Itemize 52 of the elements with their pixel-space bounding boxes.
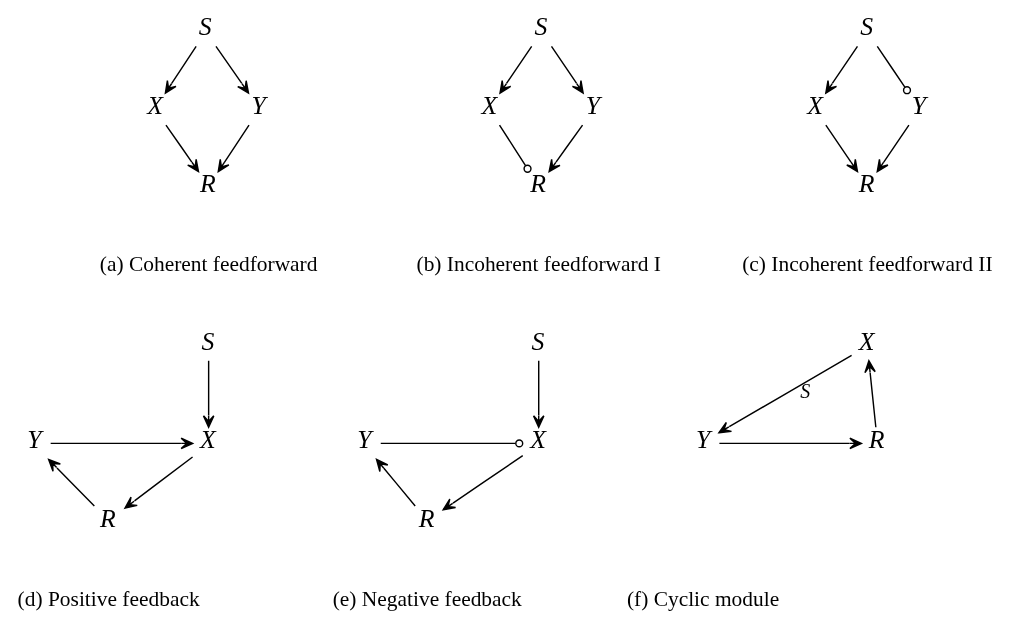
- connector: [380, 438, 524, 448]
- arrow: [718, 437, 863, 449]
- arrow: [165, 123, 200, 172]
- node-text: Y: [357, 424, 372, 454]
- node-text: X: [200, 424, 216, 454]
- node-text: R: [858, 168, 875, 198]
- arrow: [864, 359, 877, 428]
- node-text: X: [481, 90, 498, 120]
- arrow: [499, 45, 533, 94]
- node-text: X: [858, 326, 875, 356]
- node-text: S: [531, 326, 545, 356]
- node-text: X: [147, 90, 163, 120]
- node-text: X: [807, 90, 824, 120]
- node-text: S: [860, 11, 874, 41]
- label: (f) Cyclic module: [626, 586, 780, 611]
- node-text: Y: [27, 424, 42, 454]
- label: (e) Negative feedback: [332, 586, 522, 611]
- arrow: [825, 123, 859, 172]
- label: (c) Incoherent feedforward II: [742, 251, 993, 276]
- arrow: [825, 45, 859, 94]
- arrow: [215, 45, 250, 94]
- arrow: [49, 437, 194, 449]
- node-text: R: [530, 168, 546, 198]
- node-text: R: [418, 503, 435, 533]
- node-text: R: [200, 168, 216, 198]
- arrow: [876, 123, 910, 172]
- arrow: [47, 458, 96, 507]
- arrow: [718, 354, 853, 433]
- edge-label: S: [800, 379, 811, 402]
- label: (d) Positive feedback: [17, 586, 200, 611]
- arrow: [164, 45, 197, 94]
- arrow: [548, 123, 584, 172]
- connector: [876, 45, 912, 94]
- arrow: [442, 454, 524, 510]
- node-text: S: [534, 11, 548, 41]
- node-text: X: [530, 424, 546, 454]
- arrow: [375, 458, 416, 507]
- arrow: [202, 359, 215, 428]
- label: (a) Coherent feedforward: [99, 251, 318, 276]
- arrow: [124, 455, 194, 509]
- arrow: [550, 45, 584, 94]
- label: (b) Incoherent feedforward I: [416, 251, 661, 276]
- node-text: Y: [251, 90, 266, 120]
- node-text: Y: [585, 90, 601, 120]
- node-text: S: [198, 11, 212, 41]
- node-text: Y: [695, 424, 711, 454]
- node-text: R: [868, 424, 885, 454]
- arrow: [532, 359, 545, 428]
- node-text: R: [100, 503, 116, 533]
- node-text: S: [201, 326, 215, 356]
- arrow: [217, 123, 250, 172]
- connector: [498, 123, 532, 173]
